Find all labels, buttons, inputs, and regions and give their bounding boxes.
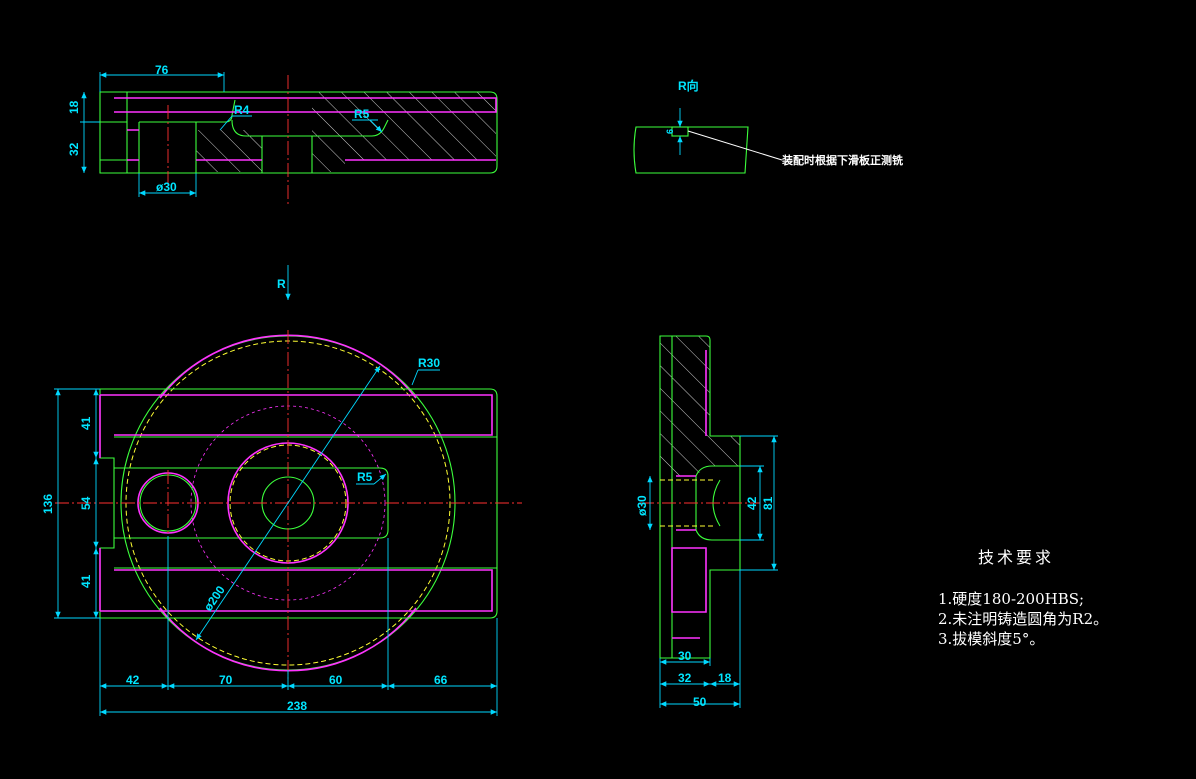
dim-top-r5: R5 xyxy=(354,107,370,121)
assembly-note: 装配时根据下滑板正测铣 xyxy=(781,153,903,167)
label-view-r-top: R向 xyxy=(678,78,699,93)
dim-side-42: 42 xyxy=(745,496,759,510)
side-outline xyxy=(659,335,741,659)
dim-side-32: 32 xyxy=(678,671,692,685)
dim-plan-41a: 41 xyxy=(79,416,93,430)
dim-plan-42: 42 xyxy=(126,673,140,687)
dim-side-50: 50 xyxy=(693,695,707,709)
plan-view: R R30 ø200 R5 41 xyxy=(41,265,522,716)
dim-side-81: 81 xyxy=(761,496,775,510)
dim-plan-66: 66 xyxy=(434,673,448,687)
technical-requirements: 技术要求 1.硬度180-200HBS; 2.未注明铸造圆角为R2。 3.拔模斜… xyxy=(938,548,1108,648)
tech-req-item-1: 1.硬度180-200HBS; xyxy=(938,590,1084,608)
side-hatch xyxy=(660,336,740,476)
tech-req-title: 技术要求 xyxy=(978,548,1054,567)
tech-req-item-3: 3.拔模斜度5°。 xyxy=(938,630,1044,648)
dim-top-76: 76 xyxy=(155,63,169,77)
plate-outline xyxy=(99,388,498,619)
dim-plan-70: 70 xyxy=(219,673,233,687)
tech-req-item-2: 2.未注明铸造圆角为R2。 xyxy=(938,610,1108,628)
label-view-r-arrow: R xyxy=(277,277,286,291)
dim-top-r4: R4 xyxy=(234,103,250,117)
dim-top-18: 18 xyxy=(67,100,81,114)
dim-plan-r5: R5 xyxy=(357,470,373,484)
top-outline xyxy=(99,91,498,174)
dim-plan-136: 136 xyxy=(41,494,55,514)
dim-plan-60: 60 xyxy=(329,673,343,687)
dim-side-18: 18 xyxy=(718,671,732,685)
dim-plan-238: 238 xyxy=(287,699,307,713)
dim-plan-54: 54 xyxy=(79,496,93,510)
top-hatch-mid xyxy=(196,130,262,172)
dim-plan-41b: 41 xyxy=(79,574,93,588)
dim-side-d30: ø30 xyxy=(635,495,649,516)
dim-plan-r30: R30 xyxy=(418,356,440,370)
top-section-view: 76 18 32 ø30 R4 R5 xyxy=(67,63,498,205)
detail-view-r: R向 6 装配时根据下滑板正测铣 xyxy=(633,78,903,174)
dim-top-32: 32 xyxy=(67,142,81,156)
detail-outline xyxy=(633,126,749,174)
side-section-view: ø30 42 81 30 32 18 50 xyxy=(635,335,778,709)
dim-top-d30: ø30 xyxy=(156,180,177,194)
dim-detail-6: 6 xyxy=(665,129,675,134)
dim-side-30: 30 xyxy=(678,649,692,663)
